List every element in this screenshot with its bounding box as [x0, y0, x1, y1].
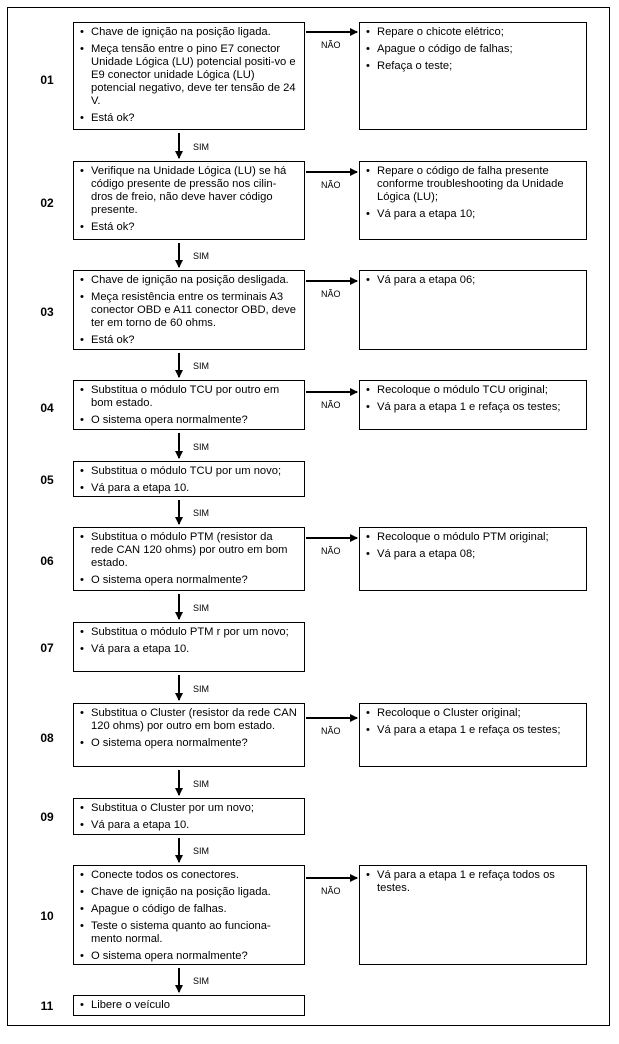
- step-box-07: Substitua o módulo PTM r por um novo; Vá…: [73, 622, 305, 672]
- step-number-09: 09: [40, 810, 54, 824]
- step-11-item: Libere o veículo: [80, 999, 298, 1012]
- step-09-item: Vá para a etapa 10.: [80, 819, 298, 832]
- diagram-frame: [7, 7, 610, 1026]
- yes-label-07: SIM: [193, 684, 210, 694]
- no-01-item: Repare o chicote elétrico;: [366, 26, 580, 39]
- yes-label-01: SIM: [193, 142, 210, 152]
- step-02-item: Está ok?: [80, 221, 298, 234]
- no-label-01: NÃO: [321, 40, 341, 50]
- step-04-item: Substitua o módulo TCU por outro em bom …: [80, 384, 298, 410]
- no-08-item: Recoloque o Cluster original;: [366, 707, 580, 720]
- no-01-item: Refaça o teste;: [366, 60, 580, 73]
- no-label-03: NÃO: [321, 289, 341, 299]
- no-label-06: NÃO: [321, 546, 341, 556]
- step-number-02: 02: [40, 196, 54, 210]
- step-box-04: Substitua o módulo TCU por outro em bom …: [73, 380, 305, 430]
- step-05-item: Vá para a etapa 10.: [80, 482, 298, 495]
- step-07-item: Substitua o módulo PTM r por um novo;: [80, 626, 298, 639]
- step-07-item: Vá para a etapa 10.: [80, 643, 298, 656]
- yes-label-06: SIM: [193, 603, 210, 613]
- no-03-item: Vá para a etapa 06;: [366, 274, 580, 287]
- yes-label-03: SIM: [193, 361, 210, 371]
- no-06-item: Recoloque o módulo PTM original;: [366, 531, 580, 544]
- no-box-10: Vá para a etapa 1 e refaça todos os test…: [359, 865, 587, 965]
- step-06-item: O sistema opera normalmente?: [80, 574, 298, 587]
- step-08-item: Substitua o Cluster (resistor da rede CA…: [80, 707, 298, 733]
- step-03-item: Chave de ignição na posição desligada.: [80, 274, 298, 287]
- no-box-06: Recoloque o módulo PTM original; Vá para…: [359, 527, 587, 591]
- step-box-10: Conecte todos os conectores. Chave de ig…: [73, 865, 305, 965]
- yes-label-08: SIM: [193, 779, 210, 789]
- step-box-05: Substitua o módulo TCU por um novo; Vá p…: [73, 461, 305, 497]
- step-number-11: 11: [40, 999, 54, 1013]
- step-10-item: Conecte todos os conectores.: [80, 869, 298, 882]
- step-01-item: Está ok?: [80, 112, 298, 125]
- no-label-10: NÃO: [321, 886, 341, 896]
- step-06-item: Substitua o módulo PTM (resistor da rede…: [80, 531, 298, 570]
- no-box-04: Recoloque o módulo TCU original; Vá para…: [359, 380, 587, 430]
- step-box-08: Substitua o Cluster (resistor da rede CA…: [73, 703, 305, 767]
- step-10-item: Chave de ignição na posição ligada.: [80, 886, 298, 899]
- no-box-01: Repare o chicote elétrico; Apague o códi…: [359, 22, 587, 130]
- no-04-item: Vá para a etapa 1 e refaça os testes;: [366, 401, 580, 414]
- step-10-item: Teste o sistema quanto ao funciona-mento…: [80, 920, 298, 946]
- no-04-item: Recoloque o módulo TCU original;: [366, 384, 580, 397]
- step-09-item: Substitua o Cluster por um novo;: [80, 802, 298, 815]
- no-box-08: Recoloque o Cluster original; Vá para a …: [359, 703, 587, 767]
- step-03-item: Está ok?: [80, 334, 298, 347]
- no-10-item: Vá para a etapa 1 e refaça todos os test…: [366, 869, 580, 895]
- yes-label-04: SIM: [193, 442, 210, 452]
- step-box-01: Chave de ignição na posição ligada. Meça…: [73, 22, 305, 130]
- step-number-10: 10: [40, 909, 54, 923]
- step-number-08: 08: [40, 731, 54, 745]
- no-label-08: NÃO: [321, 726, 341, 736]
- step-10-item: O sistema opera normalmente?: [80, 950, 298, 963]
- step-01-item: Meça tensão entre o pino E7 conector Uni…: [80, 43, 298, 108]
- no-label-02: NÃO: [321, 180, 341, 190]
- step-number-06: 06: [40, 554, 54, 568]
- no-box-03: Vá para a etapa 06;: [359, 270, 587, 350]
- no-02-item: Repare o código de falha presente confor…: [366, 165, 580, 204]
- step-number-04: 04: [40, 401, 54, 415]
- step-02-item: Verifique na Unidade Lógica (LU) se há c…: [80, 165, 298, 217]
- step-number-03: 03: [40, 305, 54, 319]
- step-08-item: O sistema opera normalmente?: [80, 737, 298, 750]
- no-01-item: Apague o código de falhas;: [366, 43, 580, 56]
- no-08-item: Vá para a etapa 1 e refaça os testes;: [366, 724, 580, 737]
- step-number-01: 01: [40, 73, 54, 87]
- no-06-item: Vá para a etapa 08;: [366, 548, 580, 561]
- no-label-04: NÃO: [321, 400, 341, 410]
- step-05-item: Substitua o módulo TCU por um novo;: [80, 465, 298, 478]
- step-03-item: Meça resistência entre os terminais A3 c…: [80, 291, 298, 330]
- yes-label-10: SIM: [193, 976, 210, 986]
- step-box-06: Substitua o módulo PTM (resistor da rede…: [73, 527, 305, 591]
- step-box-03: Chave de ignição na posição desligada. M…: [73, 270, 305, 350]
- no-box-02: Repare o código de falha presente confor…: [359, 161, 587, 240]
- yes-label-09: SIM: [193, 846, 210, 856]
- step-number-05: 05: [40, 473, 54, 487]
- step-10-item: Apague o código de falhas.: [80, 903, 298, 916]
- yes-label-05: SIM: [193, 508, 210, 518]
- yes-label-02: SIM: [193, 251, 210, 261]
- step-04-item: O sistema opera normalmente?: [80, 414, 298, 427]
- step-number-07: 07: [40, 641, 54, 655]
- no-02-item: Vá para a etapa 10;: [366, 208, 580, 221]
- step-01-item: Chave de ignição na posição ligada.: [80, 26, 298, 39]
- step-box-11: Libere o veículo: [73, 995, 305, 1016]
- step-box-02: Verifique na Unidade Lógica (LU) se há c…: [73, 161, 305, 240]
- step-box-09: Substitua o Cluster por um novo; Vá para…: [73, 798, 305, 835]
